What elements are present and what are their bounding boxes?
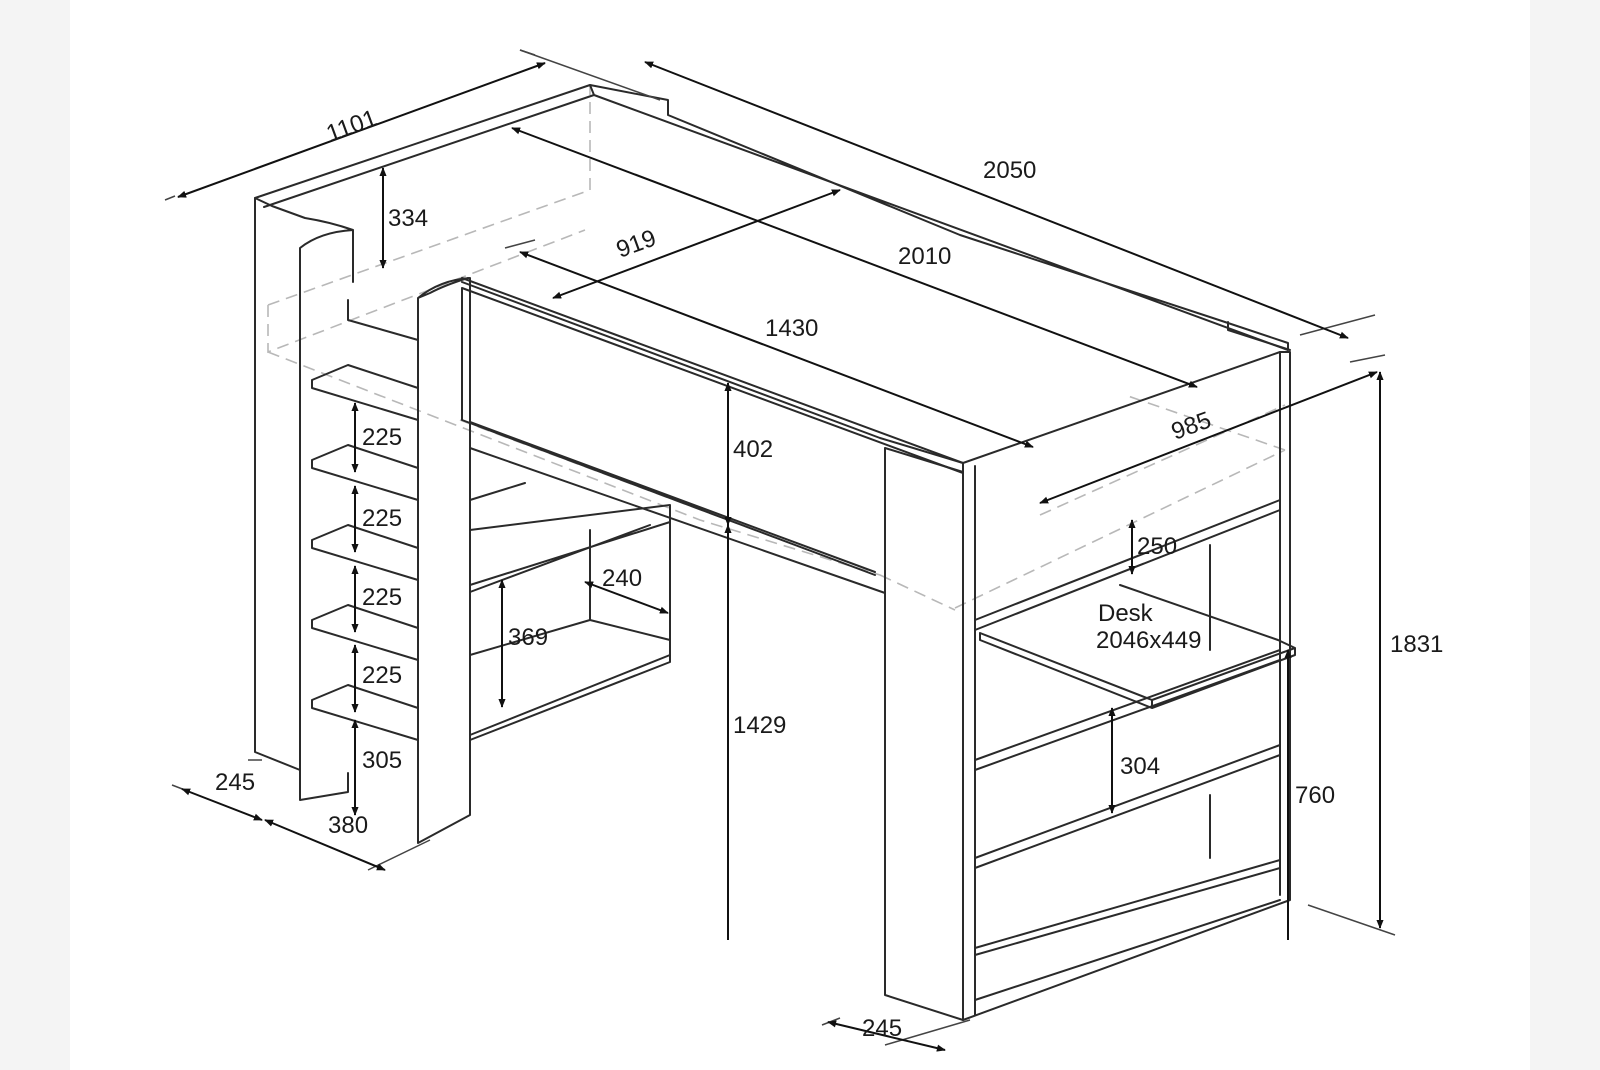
label-desk-height: 760 bbox=[1295, 782, 1335, 809]
dimension-lines bbox=[164, 49, 1396, 1052]
label-ladder-step-1: 225 bbox=[362, 424, 402, 451]
label-mattress-length: 2010 bbox=[898, 243, 951, 270]
label-desk-size: 2046x449 bbox=[1096, 627, 1201, 654]
label-shelf-depth: 240 bbox=[602, 565, 642, 592]
label-shelf-height: 369 bbox=[508, 624, 548, 651]
label-ladder-bottom: 305 bbox=[362, 747, 402, 774]
label-mattress-width: 919 bbox=[613, 225, 660, 264]
label-ladder-step-3: 225 bbox=[362, 584, 402, 611]
label-overall-depth: 1101 bbox=[323, 105, 381, 148]
label-lower-shelf-gap: 304 bbox=[1120, 753, 1160, 780]
label-leg-width: 245 bbox=[862, 1015, 902, 1042]
label-ladder-step-2: 225 bbox=[362, 505, 402, 532]
label-ladder-post-width: 245 bbox=[215, 769, 255, 796]
label-front-panel-height: 402 bbox=[733, 436, 773, 463]
label-desk-name: Desk bbox=[1098, 600, 1154, 627]
label-front-panel-length: 1430 bbox=[765, 315, 818, 342]
label-total-height: 1831 bbox=[1390, 631, 1443, 658]
dimension-labels: 1101 2050 2010 919 1430 985 334 402 225 … bbox=[215, 105, 1443, 1042]
label-ladder-depth: 380 bbox=[328, 812, 368, 839]
label-guard-rail-height: 334 bbox=[388, 205, 428, 232]
label-overall-length: 2050 bbox=[983, 157, 1036, 184]
label-clearance-height: 1429 bbox=[733, 712, 786, 739]
label-upper-shelf-gap: 250 bbox=[1137, 533, 1177, 560]
label-ladder-step-4: 225 bbox=[362, 662, 402, 689]
